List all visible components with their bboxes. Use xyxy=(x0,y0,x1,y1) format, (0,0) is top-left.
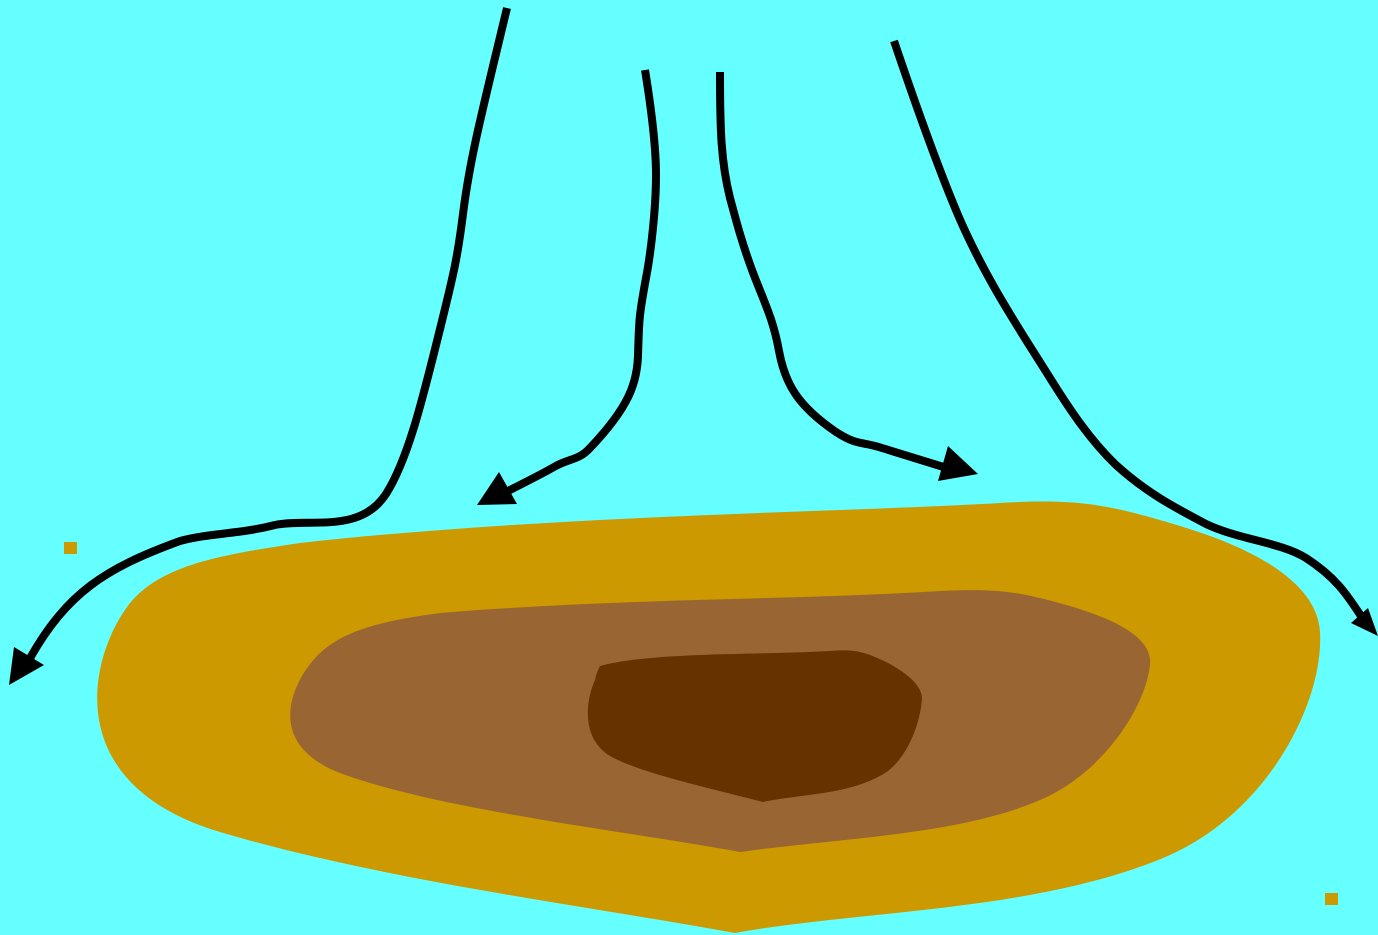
left-marker xyxy=(64,542,77,554)
bottom-right-marker xyxy=(1325,893,1338,905)
